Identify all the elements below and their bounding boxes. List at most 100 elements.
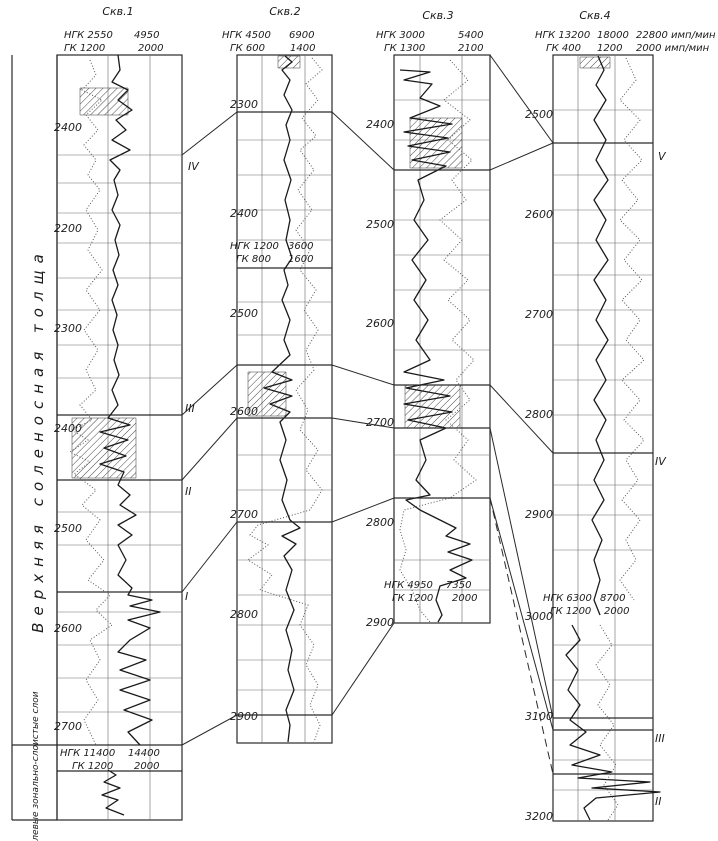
well-2-gk-max: 1400: [290, 43, 315, 54]
well-2-depth-4: 2700: [230, 508, 258, 521]
well-2-sub-gk-min: ГК 800: [236, 254, 271, 265]
well-2-depth-6: 2900: [230, 710, 258, 723]
well-2-ngk-max: 6900: [289, 30, 314, 41]
well-3-ngk-min: НГК 3000: [376, 30, 425, 41]
well-4-depth-0: 2500: [525, 108, 553, 121]
well-2-gk-min: ГК 600: [230, 43, 265, 54]
well-3-depth-2: 2600: [366, 317, 394, 330]
well-2-sub-ngk-min: НГК 1200: [230, 241, 279, 252]
well-3-title: Скв.3: [422, 9, 453, 22]
horizon-label-iv-well-4: IV: [655, 455, 667, 468]
well-1-base-curve: [101, 769, 125, 816]
well-2-title: Скв.2: [269, 5, 300, 18]
well-3-ngk-curve: [399, 69, 473, 623]
well-3-depth-1: 2500: [366, 218, 394, 231]
well-4-track: НГК 6300 8700 ГК 1200 2000: [543, 54, 661, 822]
well-4-base-curve: [565, 624, 661, 821]
well-4-gk-mid: 1200: [597, 43, 622, 54]
well-1-sub-gk-min: ГК 1200: [72, 761, 113, 772]
well-1-ngk-max: 4950: [134, 30, 159, 41]
well-1-depth-3: 2400: [54, 422, 82, 435]
well-4-depth-7: 3200: [525, 810, 553, 823]
well-4-depth-1: 2600: [525, 208, 553, 221]
well-3-gk-max: 2100: [458, 43, 483, 54]
well-4-gk-curve: [619, 57, 645, 601]
well-2-depth-5: 2800: [230, 608, 258, 621]
well-1-depth-0: 2400: [54, 121, 82, 134]
well-3-sub-ngk-min: НГК 4950: [384, 580, 433, 591]
well-2-track: НГК 1200 3600 ГК 800 1600: [230, 54, 333, 744]
well-4-sub-ngk-min: НГК 6300: [543, 593, 592, 604]
well-1-depth-6: 2700: [54, 720, 82, 733]
correlation-iv: [181, 111, 554, 171]
well-3-track: НГК 4950 7350 ГК 1200 2000: [384, 54, 491, 624]
horizon-label-iii-well-4: III: [655, 732, 665, 745]
well-4-sub-gk-max: 2000: [604, 606, 629, 617]
well-3-sub-gk-max: 2000: [452, 593, 477, 604]
well-4-depth-2: 2700: [525, 308, 553, 321]
well-3-sub-gk-min: ГК 1200: [392, 593, 433, 604]
horizon-label-i-well-1: I: [185, 590, 188, 603]
well-4-sub-gk-min: ГК 1200: [550, 606, 591, 617]
correlation-lines: [181, 54, 554, 775]
correlation-base: [181, 622, 395, 746]
well-3-gk-min: ГК 1300: [384, 43, 425, 54]
correlation-i: [181, 497, 554, 731]
horizon-label-iii-well-1: III: [185, 402, 195, 415]
well-3-hatch-top: [409, 117, 463, 169]
well-1-depth-2: 2300: [54, 322, 82, 335]
base-label: Межсолевые зонально-слоистые слои: [31, 691, 41, 841]
well-1-ngk-min: НГК 2550: [64, 30, 113, 41]
well-4-gk-max: 2000 имп/мин: [636, 43, 710, 54]
well-1-sub-ngk-max: 14400: [128, 748, 160, 759]
horizon-label-v-well-4: V: [658, 150, 667, 163]
well-1-depth-1: 2200: [54, 222, 82, 235]
well-4-depth-4: 2900: [525, 508, 553, 521]
well-3-depth-3: 2700: [366, 416, 394, 429]
well-2-depth-0: 2300: [230, 98, 258, 111]
well-2-depth-3: 2600: [230, 405, 258, 418]
well-1-sub-gk-max: 2000: [134, 761, 159, 772]
well-1-title: Скв.1: [102, 5, 133, 18]
formation-label: Верхняя соленосная толща: [29, 247, 47, 633]
well-2-ngk-curve: [263, 55, 301, 743]
strat-column: Верхняя соленосная толща Межсолевые зона…: [11, 55, 58, 841]
well-4-hatch-top: [579, 56, 611, 69]
horizon-label-ii-well-4: II: [655, 795, 662, 808]
well-2-sub-ngk-max: 3600: [288, 241, 313, 252]
well-2-hatch-top: [277, 55, 301, 69]
well-3-depth-0: 2400: [366, 118, 394, 131]
well-4-ngk-min: НГК 13200: [535, 30, 590, 41]
well-4-depth-3: 2800: [525, 408, 553, 421]
well-4-depth-5: 3000: [525, 610, 553, 623]
well-1-gk-curve: [69, 59, 113, 746]
well-4-depth-6: 3100: [525, 710, 553, 723]
well-1-hatch-top: [79, 87, 129, 116]
well-2-ngk-min: НГК 4500: [222, 30, 271, 41]
well-3-depth-4: 2800: [366, 516, 394, 529]
correlation-fan-1: [489, 497, 554, 775]
well-1-depth-5: 2600: [54, 622, 82, 635]
correlation-ii: [181, 417, 554, 719]
well-1-ngk-curve: [99, 54, 161, 746]
well-4-sub-ngk-max: 8700: [600, 593, 625, 604]
well-1-depth-4: 2500: [54, 522, 82, 535]
well-3-sub-ngk-max: 7350: [446, 580, 471, 591]
well-1-track: НГК 11400 14400 ГК 1200 2000: [56, 54, 183, 821]
well-3-ngk-max: 5400: [458, 30, 483, 41]
well-4-title: Скв.4: [579, 9, 610, 22]
well-4-ngk-curve: [591, 55, 609, 616]
correlation-top-fan: [489, 54, 554, 144]
well-1-sub-ngk-min: НГК 11400: [60, 748, 115, 759]
well-3-depth-5: 2900: [366, 616, 394, 629]
well-4-ngk-mid: 18000: [597, 30, 629, 41]
correlation-iii: [181, 364, 554, 454]
horizon-label-ii-well-1: II: [185, 485, 192, 498]
well-2-depth-2: 2500: [230, 307, 258, 320]
well-2-sub-gk-max: 1600: [288, 254, 313, 265]
well-1-gk-min: ГК 1200: [64, 43, 105, 54]
well-2-depth-1: 2400: [230, 207, 258, 220]
well-1-gk-max: 2000: [138, 43, 163, 54]
well-4-gk-min: ГК 400: [546, 43, 581, 54]
